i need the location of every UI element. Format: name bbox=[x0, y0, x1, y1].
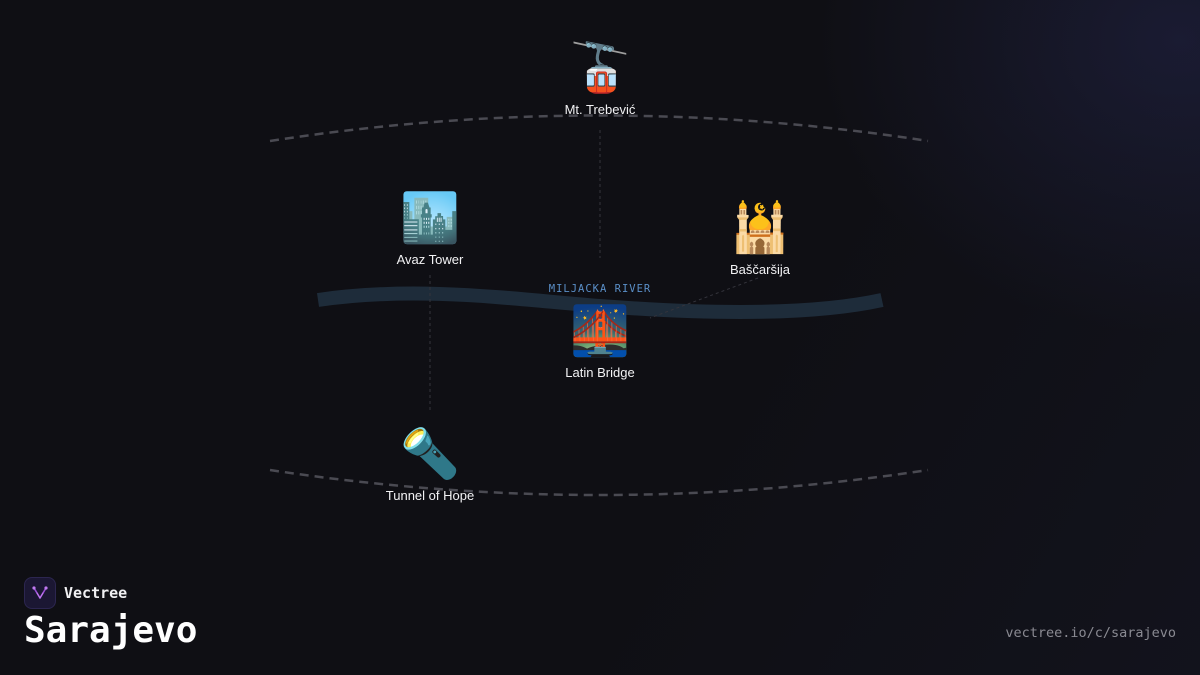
aerial-tramway-icon: 🚡 bbox=[570, 40, 630, 96]
landmark-label: Tunnel of Hope bbox=[385, 488, 475, 503]
brand[interactable]: Vectree bbox=[24, 577, 127, 609]
landmark-label: Avaz Tower bbox=[396, 252, 464, 267]
brand-name: Vectree bbox=[64, 584, 128, 602]
landmark-bascarsija[interactable]: 🕌 Baščaršija bbox=[660, 198, 860, 277]
vectree-logo-icon bbox=[24, 577, 56, 609]
valley-boundary-bottom bbox=[269, 468, 929, 497]
connector-bascarsija bbox=[649, 277, 759, 319]
landmark-avaz-tower[interactable]: 🏙️ Avaz Tower bbox=[330, 188, 530, 267]
miljacka-river bbox=[316, 286, 884, 319]
valley-boundary-top bbox=[269, 114, 929, 143]
landmark-label: Baščaršija bbox=[730, 262, 790, 277]
landmark-tunnel-of-hope[interactable]: 🔦 Tunnel of Hope bbox=[330, 424, 530, 503]
landmark-latin-bridge[interactable]: 🌉 Latin Bridge bbox=[500, 301, 700, 380]
landmark-trebevic[interactable]: 🚡 Mt. Trebević bbox=[500, 38, 700, 117]
mosque-icon: 🕌 bbox=[730, 200, 790, 256]
page-title: Sarajevo bbox=[24, 610, 198, 651]
flashlight-icon: 🔦 bbox=[400, 426, 460, 482]
landmark-label: Mt. Trebević bbox=[564, 102, 636, 117]
landmark-label: Latin Bridge bbox=[565, 365, 635, 380]
cityscape-icon: 🏙️ bbox=[400, 190, 460, 246]
bridge-at-night-icon: 🌉 bbox=[570, 303, 630, 359]
river-label: MILJACKA RIVER bbox=[548, 283, 652, 295]
footer-url-link[interactable]: vectree.io/c/sarajevo bbox=[1005, 625, 1176, 641]
